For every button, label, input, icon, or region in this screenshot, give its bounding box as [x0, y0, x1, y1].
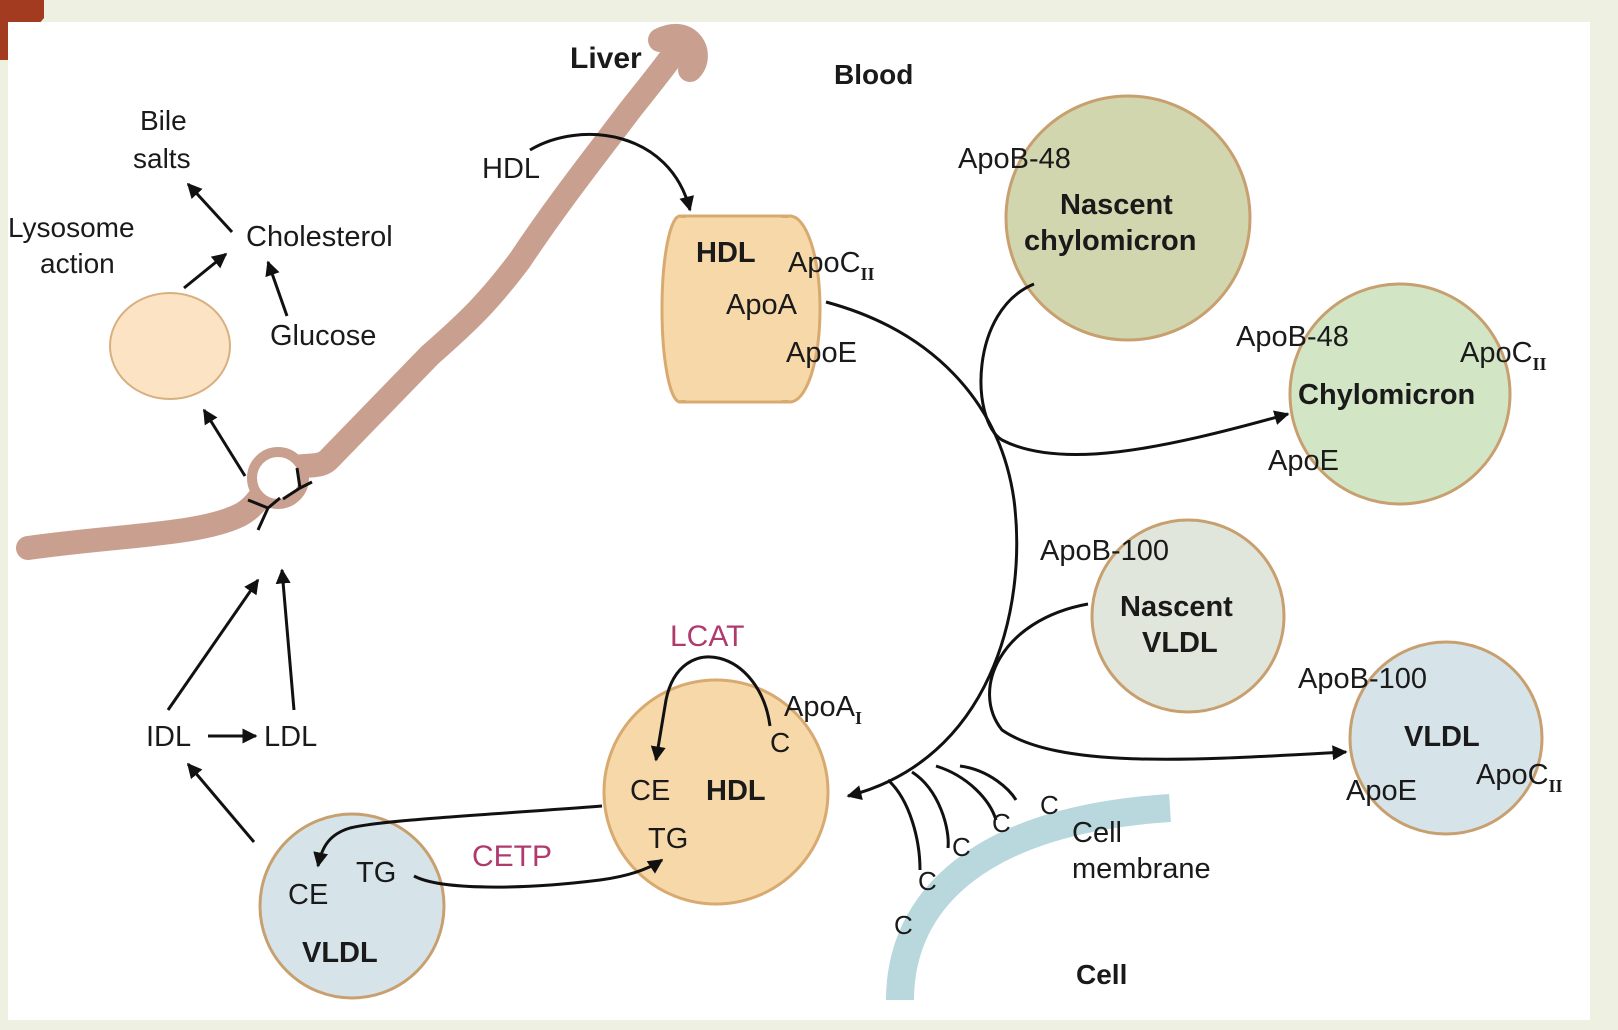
liver-membrane-tip	[648, 23, 708, 82]
efflux-strand-4	[959, 764, 1018, 801]
bile-salts-label-line2: salts	[133, 143, 191, 174]
lcat-label: LCAT	[670, 620, 744, 653]
lysosome-circle	[109, 292, 231, 400]
hdl-uptake-label: HDL	[482, 153, 540, 185]
hdl-maturation-arrow	[825, 300, 1019, 800]
hdl-sphere-ce: CE	[630, 775, 670, 807]
cholesterol-to-bile-arrow	[186, 182, 234, 234]
lysosome-to-cholesterol-arrow	[183, 252, 228, 290]
hdl-sphere-tg: TG	[648, 823, 688, 855]
cell-membrane	[886, 794, 1171, 1001]
membrane-c-5: C	[1040, 790, 1059, 820]
chylomicron-apoe: ApoE	[1268, 445, 1339, 477]
liver-label: Liver	[570, 42, 642, 75]
efflux-strand-1	[886, 778, 922, 871]
vldl-right-apoc: ApoCII	[1476, 759, 1563, 796]
liver-membrane	[16, 33, 692, 560]
lysosome-label-line2: action	[40, 248, 115, 279]
vldl-right-name: VLDL	[1404, 721, 1480, 753]
hdl-uptake-arrow	[529, 133, 694, 212]
membrane-cholesterol-marks: C C C C C	[894, 790, 1059, 940]
vldl-left-tg: TG	[356, 857, 396, 889]
chylomicron-name: Chylomicron	[1298, 379, 1475, 411]
tg-transfer-arrow	[413, 858, 664, 889]
nascent-vldl-circle	[1090, 518, 1286, 714]
cholesterol-label: Cholesterol	[246, 221, 393, 253]
idl-label: IDL	[146, 721, 191, 753]
membrane-c-2: C	[918, 866, 937, 896]
chylomicron-apob: ApoB-48	[1236, 321, 1349, 353]
chylomicron-circle	[1288, 282, 1512, 506]
chylomicron-apoc: ApoCII	[1460, 337, 1547, 374]
blood-label: Blood	[834, 59, 913, 90]
bile-salts-label-line1: Bile	[140, 105, 187, 136]
nascent-vldl-name-line1: Nascent	[1120, 591, 1233, 623]
receptor-to-lysosome-arrow	[202, 408, 247, 477]
nascent-vldl-apo: ApoB-100	[1040, 535, 1169, 567]
glucose-to-cholesterol-arrow	[265, 260, 289, 317]
lcat-arrow	[650, 655, 772, 762]
cell-membrane-label-line2: membrane	[1072, 853, 1211, 885]
hdl-disc-apoe: ApoE	[786, 337, 857, 369]
efflux-strand-2	[911, 770, 950, 849]
vldl-left-name: VLDL	[302, 937, 378, 969]
chylomicron-maturation-arrow	[979, 282, 1290, 457]
glucose-label: Glucose	[270, 320, 376, 352]
nascent-chylomicron-name-line1: Nascent	[1060, 189, 1173, 221]
vldl-left-circle	[258, 812, 446, 1000]
nascent-vldl-name-line2: VLDL	[1142, 627, 1218, 659]
ldl-label: LDL	[264, 721, 317, 753]
vldl-to-idl-arrow	[186, 762, 256, 843]
hdl-disc	[660, 214, 822, 404]
hdl-sphere-name: HDL	[706, 775, 766, 807]
membrane-c-4: C	[992, 808, 1011, 838]
vldl-maturation-arrow	[988, 602, 1348, 761]
hdl-disc-apoa: ApoA	[726, 289, 798, 321]
hdl-sphere-apoa: ApoAI	[784, 691, 862, 728]
lysosome-label-line1: Lysosome	[8, 212, 135, 243]
nascent-chylomicron-circle	[1004, 94, 1252, 342]
cell-membrane-label-line1: Cell	[1072, 817, 1122, 849]
hdl-sphere-c: C	[770, 727, 790, 758]
hdl-disc-name: HDL	[696, 237, 756, 269]
vldl-right-circle	[1348, 640, 1544, 836]
idl-to-receptor-arrow	[166, 578, 260, 711]
efflux-strand-3	[935, 764, 998, 821]
vldl-left-ce: CE	[288, 879, 328, 911]
vldl-right-apoe: ApoE	[1346, 775, 1417, 807]
ldl-receptor-icon	[247, 467, 313, 531]
vldl-right-apob: ApoB-100	[1298, 663, 1427, 695]
nascent-chylomicron-apo: ApoB-48	[958, 143, 1071, 175]
ldl-to-receptor-arrow	[275, 568, 296, 711]
cell-label: Cell	[1076, 959, 1127, 990]
coated-pit	[247, 447, 309, 509]
hdl-disc-apoc: ApoCII	[788, 247, 875, 284]
ce-transfer-arrow	[313, 804, 603, 868]
cetp-label: CETP	[472, 840, 552, 873]
membrane-c-1: C	[894, 910, 913, 940]
membrane-c-3: C	[952, 832, 971, 862]
nascent-chylomicron-name-line2: chylomicron	[1024, 225, 1196, 257]
